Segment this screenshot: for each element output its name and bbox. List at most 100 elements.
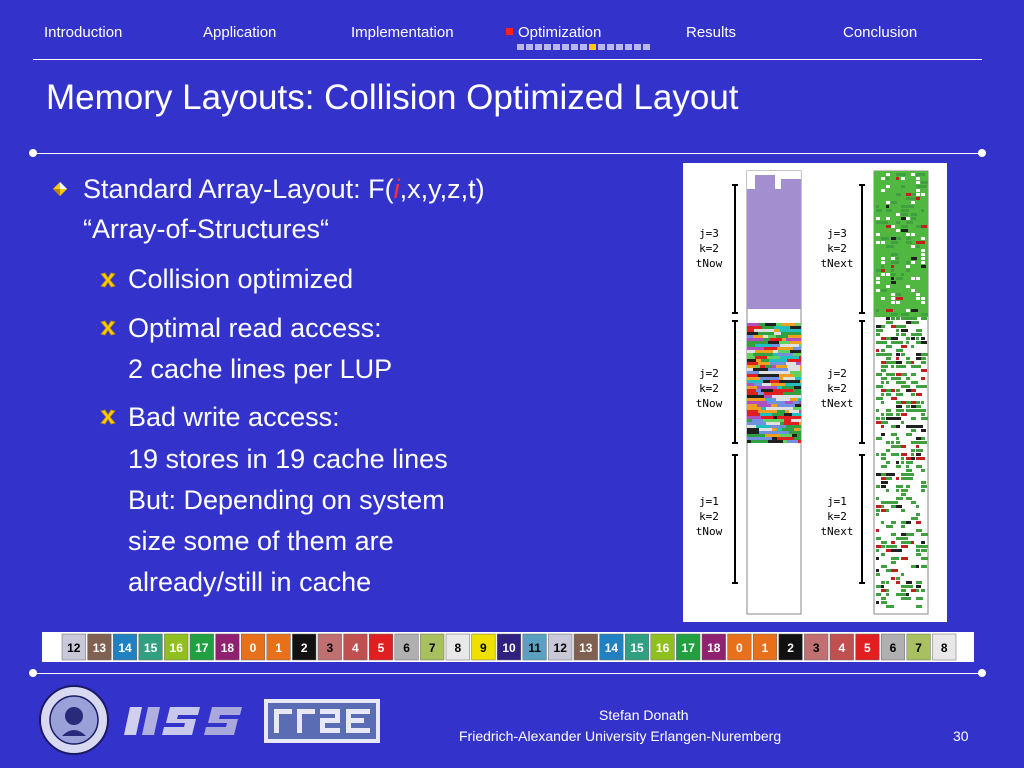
direction-cell bbox=[906, 633, 931, 661]
direction-cell-label: 7 bbox=[429, 641, 436, 655]
highlighted-index: i bbox=[393, 174, 400, 204]
direction-cell bbox=[292, 633, 317, 661]
divider-end-dot bbox=[29, 669, 37, 677]
direction-cell-label: 16 bbox=[170, 641, 184, 655]
progress-square bbox=[616, 44, 623, 50]
direction-cell-label: 12 bbox=[67, 641, 81, 655]
direction-cell bbox=[420, 633, 445, 661]
page-number: 30 bbox=[953, 728, 969, 744]
progress-square bbox=[517, 44, 524, 50]
direction-cell-label: 18 bbox=[221, 641, 235, 655]
direction-cell-label: 10 bbox=[502, 641, 516, 655]
progress-square bbox=[607, 44, 614, 50]
direction-cell bbox=[394, 633, 419, 661]
direction-cell-label: 3 bbox=[813, 641, 820, 655]
green-layout-column bbox=[874, 171, 928, 608]
nav-item-implementation[interactable]: Implementation bbox=[351, 24, 454, 41]
x-mark-icon bbox=[100, 409, 116, 425]
nav-item-introduction[interactable]: Introduction bbox=[44, 24, 123, 41]
rrze-logo bbox=[264, 699, 380, 743]
direction-cell-label: 14 bbox=[118, 641, 132, 655]
main-bullet-suffix: ,x,y,z,t) bbox=[399, 174, 485, 204]
direction-cell-label: 4 bbox=[352, 641, 359, 655]
sub-bullet-write-line2: 19 stores in 19 cache lines bbox=[128, 444, 448, 474]
divider-end-dot bbox=[978, 669, 986, 677]
direction-cell-label: 16 bbox=[656, 641, 670, 655]
progress-square bbox=[535, 44, 542, 50]
nav-item-conclusion[interactable]: Conclusion bbox=[843, 24, 918, 41]
direction-cell bbox=[343, 633, 368, 661]
direction-cell bbox=[752, 633, 778, 661]
title-divider bbox=[33, 153, 982, 154]
divider-end-dot bbox=[978, 149, 986, 157]
direction-cell bbox=[445, 633, 470, 661]
direction-cell-label: 13 bbox=[579, 641, 593, 655]
direction-cell bbox=[599, 633, 624, 661]
sub-bullet-read-line1: Optimal read access: bbox=[128, 313, 382, 343]
direction-cell bbox=[87, 633, 112, 661]
direction-cell-label: 2 bbox=[301, 641, 308, 655]
mixed-layout-block bbox=[747, 323, 801, 443]
direction-cell-label: 9 bbox=[480, 641, 487, 655]
sub-bullet-write-line1: Bad write access: bbox=[128, 402, 340, 432]
main-bullet-line2: “Array-of-Structures“ bbox=[83, 214, 330, 244]
direction-cell-label: 6 bbox=[403, 641, 410, 655]
direction-cell bbox=[240, 633, 266, 661]
direction-cell-label: 12 bbox=[554, 641, 568, 655]
direction-cell bbox=[189, 633, 214, 661]
direction-cell bbox=[829, 633, 854, 661]
footer-affiliation: Friedrich-Alexander University Erlangen-… bbox=[459, 728, 782, 744]
direction-cell-label: 17 bbox=[195, 641, 209, 655]
direction-cell-label: 8 bbox=[454, 641, 461, 655]
direction-cell-label: 15 bbox=[630, 641, 644, 655]
progress-square bbox=[562, 44, 569, 50]
direction-cell-label: 18 bbox=[707, 641, 721, 655]
progress-square bbox=[553, 44, 560, 50]
direction-cell bbox=[368, 633, 394, 661]
main-bullet-prefix: Standard Array-Layout: F( bbox=[83, 174, 394, 204]
section-nav: Introduction Application Implementation … bbox=[0, 24, 1024, 44]
direction-cell-label: 0 bbox=[736, 641, 743, 655]
slide-title: Memory Layouts: Collision Optimized Layo… bbox=[46, 78, 739, 117]
direction-cell-label: 2 bbox=[787, 641, 794, 655]
progress-square bbox=[580, 44, 587, 50]
progress-square bbox=[598, 44, 605, 50]
direction-cell bbox=[496, 633, 522, 661]
direction-cell-label: 1 bbox=[275, 641, 282, 655]
direction-cell-label: 3 bbox=[326, 641, 333, 655]
direction-cell-label: 5 bbox=[864, 641, 871, 655]
direction-cell-label: 15 bbox=[144, 641, 158, 655]
progress-square bbox=[571, 44, 578, 50]
direction-cell bbox=[112, 633, 138, 661]
progress-square bbox=[589, 44, 596, 50]
direction-cell bbox=[573, 633, 598, 661]
main-bullet-line1: Standard Array-Layout: F(i,x,y,z,t) bbox=[83, 174, 485, 204]
direction-cell-label: 8 bbox=[941, 641, 948, 655]
progress-square bbox=[526, 44, 533, 50]
progress-square bbox=[544, 44, 551, 50]
direction-cell bbox=[471, 633, 496, 661]
nav-item-results[interactable]: Results bbox=[686, 24, 737, 41]
nav-item-optimization-label: Optimization bbox=[518, 24, 602, 41]
direction-cell bbox=[522, 633, 547, 661]
direction-cell bbox=[676, 633, 701, 661]
direction-cell bbox=[624, 633, 650, 661]
direction-cell-label: 0 bbox=[250, 641, 257, 655]
direction-cell-label: 11 bbox=[528, 641, 541, 655]
nav-item-optimization[interactable]: Optimization bbox=[506, 24, 601, 41]
active-section-marker bbox=[506, 28, 513, 35]
direction-cell-label: 7 bbox=[915, 641, 922, 655]
footer-rule bbox=[33, 673, 982, 674]
direction-cell bbox=[932, 633, 957, 661]
footer-author: Stefan Donath bbox=[599, 707, 689, 723]
nav-item-application[interactable]: Application bbox=[203, 24, 277, 41]
direction-cell bbox=[548, 633, 573, 661]
sub-bullet-collision: Collision optimized bbox=[128, 264, 354, 294]
direction-cell-label: 5 bbox=[378, 641, 385, 655]
